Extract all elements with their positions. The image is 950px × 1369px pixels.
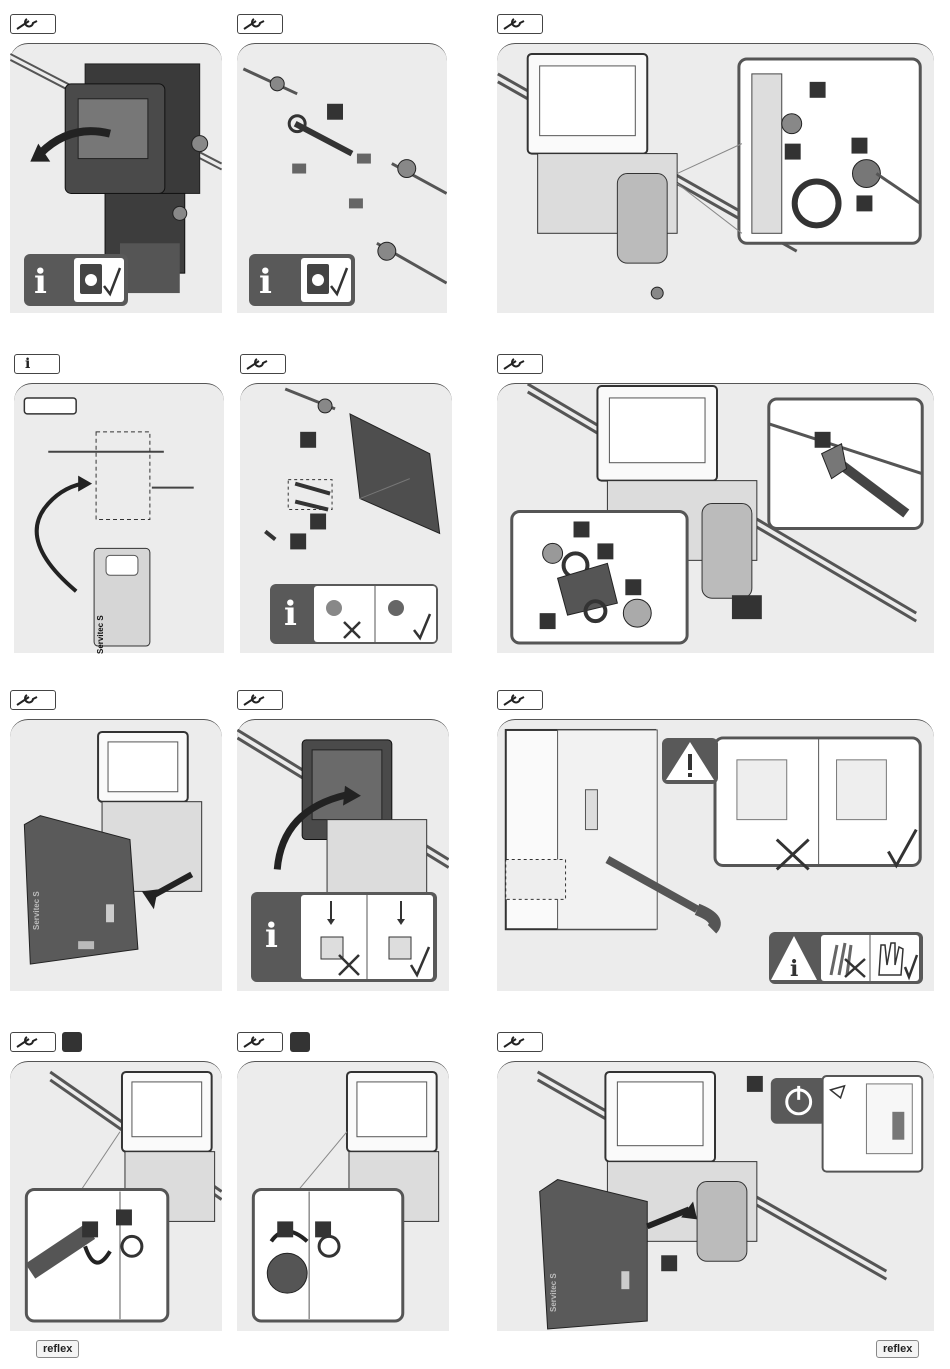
- step-tag-9: [497, 690, 543, 710]
- wrench-icon: [15, 17, 41, 31]
- recycle-bin-check-icon: [301, 258, 351, 302]
- recycle-bin-check-icon: [74, 258, 124, 302]
- brand-logo-left: reflex: [36, 1340, 79, 1358]
- info-box: i: [769, 932, 923, 984]
- step-panel-5: i: [240, 383, 452, 653]
- wrench-icon: [15, 1035, 41, 1049]
- step-panel-4: Servitec S: [14, 383, 224, 653]
- wrench-icon: [245, 357, 271, 371]
- illustration-refit-cover: [497, 1062, 934, 1331]
- step-tag-8: [237, 690, 283, 710]
- step-panel-3: [497, 43, 934, 313]
- plug-compare-icon: [301, 895, 433, 979]
- wrench-icon: [502, 17, 528, 31]
- wrench-icon: [502, 357, 528, 371]
- info-box: i: [24, 254, 128, 306]
- step-panel-8: i: [237, 719, 449, 991]
- step-tag-7: [10, 690, 56, 710]
- info-box: i: [249, 254, 355, 306]
- step-tag-3: [497, 14, 543, 34]
- wrench-icon: [502, 1035, 528, 1049]
- step-tag-5: [240, 354, 286, 374]
- step-tag-6: [497, 354, 543, 374]
- cabinet-label: Servitec S: [96, 615, 105, 654]
- step-panel-12: Servitec S: [497, 1061, 934, 1331]
- step-panel-7: Servitec S: [10, 719, 222, 991]
- step-tag-10: [10, 1032, 56, 1052]
- step-tag-2: [237, 14, 283, 34]
- wrench-icon: [242, 1035, 268, 1049]
- brand-logo-right: reflex: [876, 1340, 919, 1358]
- step-tag-4: i: [14, 354, 60, 374]
- warning-box: [662, 738, 718, 784]
- step-panel-6: [497, 383, 934, 653]
- info-box: i: [270, 584, 438, 644]
- illustration-install-cap: [237, 1062, 449, 1331]
- info-box: i: [251, 892, 437, 982]
- step-panel-9: i: [497, 719, 934, 991]
- info-icon: i: [25, 356, 30, 372]
- info-icon: i: [265, 916, 278, 956]
- wrench-icon: [502, 693, 528, 707]
- cover-label: Servitec S: [32, 891, 41, 930]
- illustration-install-valve: [10, 1062, 222, 1331]
- step-tag-12: [497, 1032, 543, 1052]
- variant-badge: [62, 1032, 82, 1052]
- info-icon: i: [284, 594, 297, 634]
- info-icon: i: [34, 262, 47, 302]
- wrench-icon: [242, 17, 268, 31]
- variant-badge: [290, 1032, 310, 1052]
- step-tag-11: [237, 1032, 283, 1052]
- step-panel-10: [10, 1061, 222, 1331]
- illustration-connect-pipes: [497, 384, 934, 653]
- fitting-compare-icon: [314, 586, 436, 642]
- step-panel-1: i: [10, 43, 222, 313]
- svg-text:i: i: [790, 956, 798, 982]
- illustration-disconnect-pipe: [497, 44, 934, 313]
- illustration-placement-diagram: [14, 384, 224, 653]
- step-tag-1: [10, 14, 56, 34]
- wrench-icon: [242, 693, 268, 707]
- step-panel-11: [237, 1061, 449, 1331]
- info-icon: i: [259, 262, 272, 302]
- illustration-remove-cover: [10, 720, 222, 991]
- warning-icon: [662, 738, 718, 784]
- info-triangle-icon: i: [769, 932, 819, 984]
- glove-compare-icon: [821, 935, 919, 981]
- step-panel-2: i: [237, 43, 447, 313]
- wrench-icon: [15, 693, 41, 707]
- cover-label: Servitec S: [549, 1273, 558, 1312]
